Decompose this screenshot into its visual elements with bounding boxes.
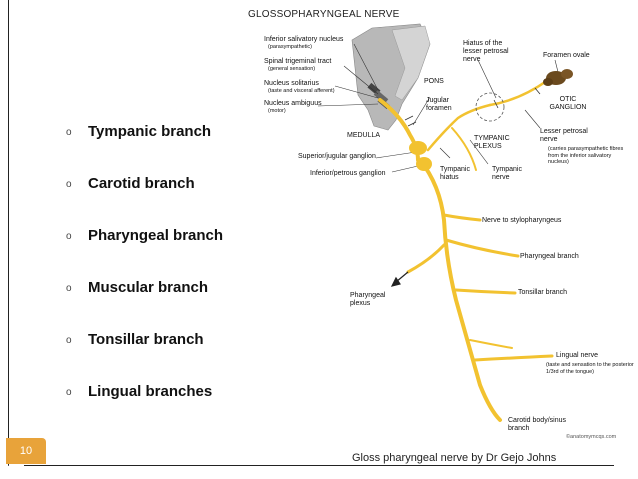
pharyngeal-plexus-path [406,243,446,274]
tympanic-small-path [451,127,477,171]
label-carotid: Carotid body/sinus branch [508,417,566,432]
lesser-petrosal-path [488,78,550,107]
bullet-marker: o [66,231,72,242]
label-nucleus-ambiguus-sub: (motor) [268,108,286,114]
bullet-label: Pharyngeal branch [88,227,224,244]
label-spinal-trigeminal-sub: (general sensation) [268,66,316,72]
bullet-marker: o [66,283,72,294]
label-pharyngeal-branch: Pharyngeal branch [520,253,579,260]
pons-shape [391,25,431,101]
tympanic-nerve-path [426,103,492,152]
tympanic-plexus-circle [475,92,505,122]
label-lesser-petrosal: Lesser petrosal nerve [540,128,588,143]
label-lesser-petrosal-sub: (carries parasympathetic fibres from the… [548,146,624,165]
label-spinal-trigeminal: Spinal trigeminal tract [264,58,332,65]
label-tympanic-nerve: Tympanic nerve [492,166,522,181]
main-trunk [418,158,502,422]
slide-footer: Gloss pharyngeal nerve by Dr Gejo Johns [352,452,557,464]
label-tonsillar-branch: Tonsillar branch [518,289,568,296]
pharyngeal-arrow [390,271,409,287]
label-pharyngeal-plexus: Pharyngeal plexus [350,292,386,307]
bullet-label: Lingual branches [88,383,213,400]
label-otic-ganglion: OTIC GANGLION [549,96,587,111]
label-nucleus-ambiguus: Nucleus ambiguus [264,100,322,107]
lingual-twig-path [469,339,513,349]
label-medulla: MEDULLA [347,132,381,139]
label-inferior-ganglion: Inferior/petrous ganglion [310,170,386,177]
slide-frame-left [8,0,9,466]
foramen-marks [404,87,541,127]
glossopharyngeal-diagram [317,23,573,422]
label-lingual-nerve-sub: (taste and sensation to the posterior 1/… [546,362,634,375]
label-lingual-nerve: Lingual nerve [556,352,599,359]
label-pons: PONS [424,78,444,85]
tonsillar-path [454,288,517,295]
label-inf-salivatory-sub: (parasympathetic) [268,44,313,50]
label-inf-salivatory: Inferior salivatory nucleus [264,36,344,43]
inferior-ganglion-shape [416,157,432,171]
nerve-paths [378,78,554,422]
label-foramen-ovale: Foramen ovale [543,52,590,59]
superior-ganglion-shape [409,141,427,155]
label-tympanic-plexus: TYMPANIC PLEXUS [474,135,510,150]
bullet-label: Tonsillar branch [88,331,204,348]
label-superior-ganglion: Superior/jugular ganglion [298,153,376,160]
label-nucleus-solitarius: Nucleus solitarius [264,80,319,87]
stylopharyngeus-path [442,213,482,222]
diagram-title: GLOSSOPHARYNGEAL NERVE [248,9,400,20]
pointer-lines [317,43,561,173]
bullet-marker: o [66,387,72,398]
slide-frame-bottom [24,465,614,466]
pharyngeal-branch-path [444,238,520,258]
lingual-path [473,354,554,362]
bullet-marker: o [66,179,72,190]
bullet-marker: o [66,335,72,346]
otic-ganglion-shape [543,69,573,86]
bullet-label: Muscular branch [88,279,209,296]
label-stylopharyngeus: Nerve to stylopharyngeus [482,217,562,224]
label-nucleus-solitarius-sub: (taste and visceral afferent) [268,88,335,94]
slide-number: 10 [6,438,46,464]
bullet-label: Tympanic branch [88,123,212,140]
label-tympanic-hiatus: Tympanic hiatus [440,166,470,181]
label-hiatus: Hiatus of the lesser petrosal nerve [463,40,509,63]
label-jugular-foramen: Jugular foramen [426,97,452,112]
bullet-label: Carotid branch [88,175,195,192]
bullet-marker: o [66,127,72,138]
watermark: ©anatomymcqs.com [566,434,617,440]
